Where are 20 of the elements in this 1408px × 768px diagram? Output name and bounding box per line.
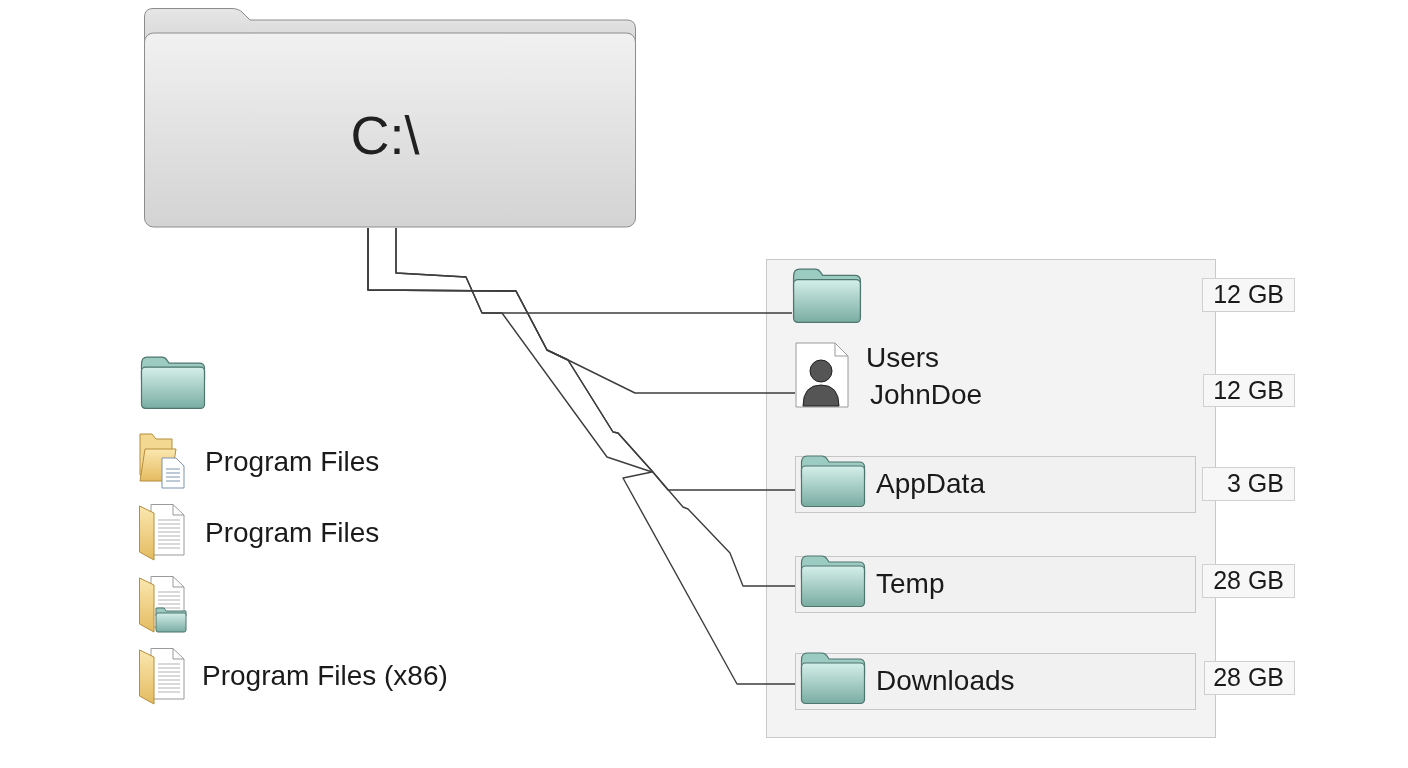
connector-line bbox=[367, 227, 796, 587]
folder-size-tag: 28 GB bbox=[1202, 564, 1295, 598]
folder-name: Temp bbox=[876, 568, 945, 601]
folder-row bbox=[795, 653, 1196, 710]
folder-size-tag: 3 GB bbox=[1202, 467, 1295, 501]
folder-row bbox=[795, 456, 1196, 513]
folder-name: Users bbox=[866, 342, 940, 375]
folder-label: Program Files bbox=[205, 517, 380, 550]
folder-label: Program Files bbox=[205, 446, 380, 479]
folder-size-tag: 28 GB bbox=[1204, 661, 1295, 695]
folder-name: JohnDoe bbox=[870, 379, 983, 412]
folder-size-tag: 12 GB bbox=[1203, 374, 1295, 407]
connector-line bbox=[395, 227, 796, 685]
folder-label: Program Files (x86) bbox=[202, 660, 448, 693]
folder-row bbox=[795, 556, 1196, 613]
folder-panel bbox=[766, 259, 1216, 738]
folder-name: Downloads bbox=[876, 665, 1015, 698]
folder-size-tag: 12 GB bbox=[1202, 278, 1295, 312]
folder-name: AppData bbox=[876, 468, 985, 501]
drive-label: C:\ bbox=[350, 104, 420, 167]
